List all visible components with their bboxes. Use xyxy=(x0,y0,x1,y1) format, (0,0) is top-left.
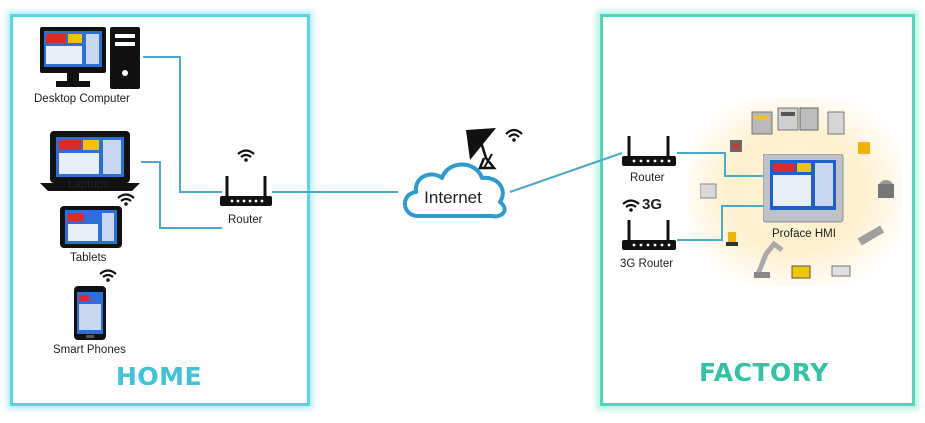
factory-title: FACTORY xyxy=(699,358,829,387)
plc-icon xyxy=(827,111,845,135)
internet-cloud-icon xyxy=(403,162,507,219)
desktop-label: Desktop Computer xyxy=(34,93,130,105)
smart-phones-label: Smart Phones xyxy=(53,344,126,356)
internet-label: Internet xyxy=(424,188,482,207)
tablet-icon xyxy=(60,206,122,248)
io-module-icon xyxy=(831,265,851,277)
plc-icon xyxy=(751,111,773,135)
wire-3g-hmi xyxy=(677,205,766,241)
laptops-label: Laptops xyxy=(68,179,109,191)
wire-router-hmi xyxy=(677,152,766,177)
desktop-computer-icon xyxy=(40,27,140,89)
plc-icon xyxy=(777,107,799,131)
beacon-icon xyxy=(726,232,738,246)
hmi-panel-icon xyxy=(763,154,844,223)
wifi-icon xyxy=(622,199,640,212)
plc-icon xyxy=(799,107,819,131)
wifi-icon xyxy=(117,193,135,206)
sensor-icon xyxy=(791,265,811,279)
3g-badge: 3G xyxy=(642,196,663,213)
laptop-icon xyxy=(40,131,140,191)
smart-phone-icon xyxy=(74,286,106,340)
hmi-label: Proface HMI xyxy=(772,228,836,240)
controller-icon xyxy=(700,183,717,199)
wire-internet-factory xyxy=(509,152,623,193)
satellite-dish-icon xyxy=(466,128,523,170)
wifi-icon xyxy=(237,149,255,162)
tablets-label: Tablets xyxy=(70,252,107,264)
wire-laptop-router xyxy=(141,161,222,229)
factory-router-icon xyxy=(622,136,676,166)
home-router-icon xyxy=(220,176,272,206)
home-router-label: Router xyxy=(228,214,263,226)
robot-arm-icon xyxy=(754,240,784,278)
motor-icon xyxy=(878,180,894,198)
sensor-icon xyxy=(858,142,870,154)
3g-router-label: 3G Router xyxy=(620,258,674,270)
home-title: HOME xyxy=(116,362,203,391)
wire-desktop-router xyxy=(143,56,222,193)
factory-devices xyxy=(700,107,894,279)
3g-router-icon xyxy=(622,220,676,250)
sensor-icon xyxy=(730,140,742,152)
wifi-icon xyxy=(99,269,117,282)
actuator-icon xyxy=(857,225,885,246)
factory-router-label: Router xyxy=(630,172,665,184)
